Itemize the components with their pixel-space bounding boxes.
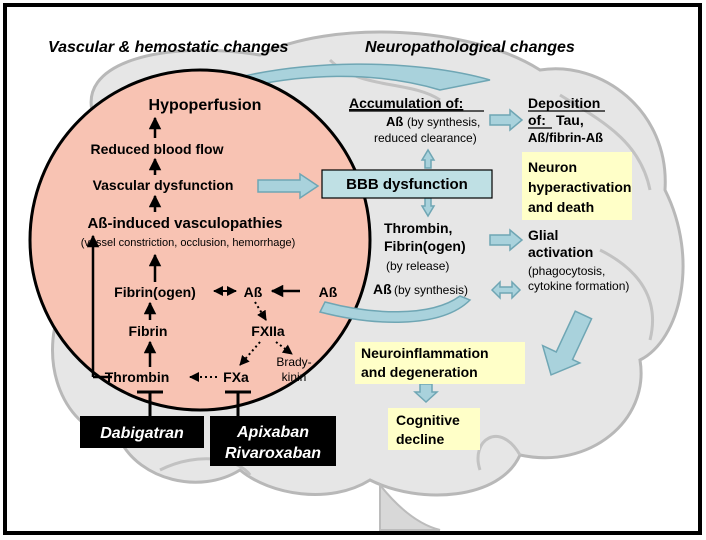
accumulation-detail-2: reduced clearance) xyxy=(374,131,477,145)
arrow-ab-glial-double xyxy=(490,280,522,300)
ab-synthesis-ab: Aß xyxy=(373,281,392,297)
node-fibrin: Fibrin xyxy=(129,323,168,339)
bbb-box xyxy=(321,169,493,199)
accumulation-detail-1: (by synthesis, xyxy=(407,115,480,129)
cognitive-line2: decline xyxy=(396,431,444,447)
node-fxa: FXa xyxy=(223,369,249,385)
heading-neuro: Neuropathological changes xyxy=(365,39,575,56)
arrow-bbb-down xyxy=(420,197,436,218)
neuron-line2: hyperactivation xyxy=(528,179,631,195)
neuroinflammation-box xyxy=(355,342,525,384)
thrombin-fibrinogen-line2: Fibrin(ogen) xyxy=(384,238,466,254)
arrow-thrombin-to-glial xyxy=(489,228,524,252)
arrow-vascular-to-bbb xyxy=(257,172,320,200)
arrow-glial-to-neuroinflammation xyxy=(541,310,593,376)
node-bradykinin-line2: kinin xyxy=(282,370,307,384)
dotted-arrows xyxy=(189,301,293,382)
neuroinflammation-line1: Neuroinflammation xyxy=(361,345,489,361)
node-ab-right: Aß xyxy=(319,284,338,300)
arrow-bbb-up xyxy=(420,148,436,169)
neuroinflammation-line2: and degeneration xyxy=(361,364,478,380)
node-fxiia: FXIIa xyxy=(251,323,285,339)
deposition-line4: Aß/fibrin-Aß xyxy=(528,130,603,145)
glial-line1: Glial xyxy=(528,227,558,243)
node-ab-vasculopathies: Aß-induced vasculopathies xyxy=(87,215,282,232)
node-fibrinogen: Fibrin(ogen) xyxy=(114,284,196,300)
glial-line4: cytokine formation) xyxy=(528,279,629,293)
node-ab-center: Aß xyxy=(244,284,263,300)
block-arrows xyxy=(257,108,593,404)
neuron-line1: Neuron xyxy=(528,159,577,175)
arrow-accum-to-deposition xyxy=(489,108,524,132)
node-bradykinin-line1: Brady- xyxy=(276,355,311,369)
heading-vascular: Vascular & hemostatic changes xyxy=(48,39,288,56)
arrow-neuro-to-cognitive xyxy=(413,383,439,404)
deposition-line2: of: xyxy=(528,112,546,128)
node-hypoperfusion: Hypoperfusion xyxy=(149,97,262,114)
ab-synthesis-detail: (by synthesis) xyxy=(394,283,468,297)
neuron-box xyxy=(522,152,632,220)
dabigatran-box xyxy=(80,416,204,448)
apixaban-label: Apixaban xyxy=(236,424,309,441)
dabigatran-label: Dabigatran xyxy=(100,425,184,442)
deposition-line1: Deposition xyxy=(528,95,600,111)
glial-line2: activation xyxy=(528,244,593,260)
cognitive-box xyxy=(388,408,480,450)
node-reduced-blood-flow: Reduced blood flow xyxy=(91,141,224,157)
apixaban-rivaroxaban-box xyxy=(210,416,336,466)
by-release-label: (by release) xyxy=(386,259,449,273)
deposition-line3: Tau, xyxy=(556,112,584,128)
thrombin-fibrinogen-line1: Thrombin, xyxy=(384,220,452,236)
accumulation-ab: Aß xyxy=(386,114,403,129)
node-thrombin: Thrombin xyxy=(105,369,170,385)
node-vascular-dysfunction: Vascular dysfunction xyxy=(93,177,234,193)
accumulation-title: Accumulation of: xyxy=(349,95,463,111)
bbb-label: BBB dysfunction xyxy=(346,176,468,193)
glial-line3: (phagocytosis, xyxy=(528,264,605,278)
top-curved-arrow xyxy=(197,63,491,96)
node-vasculopathies-detail: (vessel constriction, occlusion, hemorrh… xyxy=(81,237,296,249)
vascular-circle xyxy=(28,68,372,412)
cognitive-line1: Cognitive xyxy=(396,412,460,428)
rivaroxaban-label: Rivaroxaban xyxy=(225,445,321,462)
neuron-line3: and death xyxy=(528,199,594,215)
circle-arrows xyxy=(86,116,300,379)
inhibition-bars xyxy=(137,390,251,418)
curved-arrow-to-ab xyxy=(318,295,472,323)
